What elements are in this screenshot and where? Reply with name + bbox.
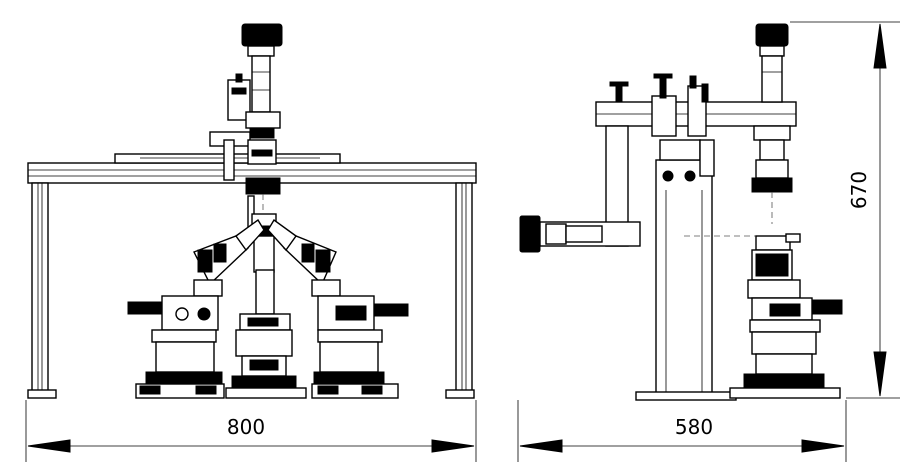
dimension-height: 670 — [790, 21, 900, 399]
dimension-side-width: 580 — [517, 400, 847, 462]
center-stage-front — [225, 313, 307, 399]
right-probe-manipulator — [267, 218, 409, 399]
front-view — [27, 23, 477, 399]
front-width-label: 800 — [227, 415, 265, 439]
side-stage-stack — [729, 233, 843, 399]
side-top-arm — [595, 73, 797, 137]
side-width-label: 580 — [675, 415, 713, 439]
microscope-camera-side — [751, 23, 793, 224]
gantry-leg-right — [445, 182, 475, 399]
height-label: 670 — [847, 171, 871, 209]
side-view — [519, 23, 843, 401]
center-probe-assembly — [247, 195, 277, 315]
side-elbow-pipe — [519, 125, 641, 253]
dimension-front-width: 800 — [25, 400, 477, 462]
gantry-leg-left — [27, 182, 57, 399]
microscope-camera-front — [209, 23, 283, 214]
side-column — [635, 139, 737, 401]
left-probe-manipulator — [127, 218, 265, 399]
